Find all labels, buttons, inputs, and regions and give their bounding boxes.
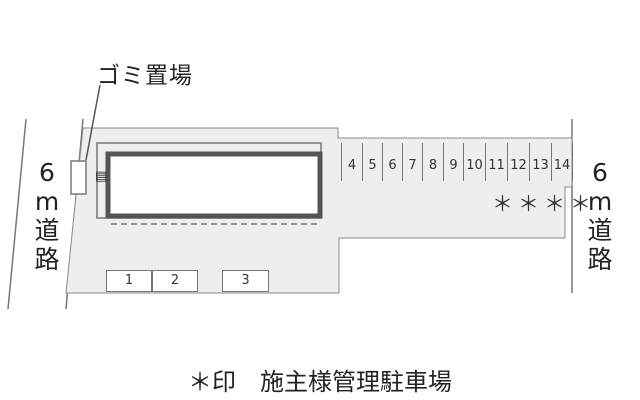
road-right-label: 6 m 道 路	[583, 158, 617, 274]
parking-slot: 3	[222, 270, 269, 292]
road-right-char1: 道	[587, 216, 613, 245]
road-left-edge-outer	[7, 118, 27, 310]
parking-slot: 10	[463, 143, 485, 181]
owner-managed-marks: ＊＊＊＊	[492, 192, 596, 216]
road-left-unit: m	[34, 187, 60, 216]
parking-slot: 6	[382, 143, 402, 181]
legend-text: ＊印 施主様管理駐車場	[188, 368, 452, 396]
parking-slot: 2	[152, 270, 198, 292]
parking-slot: 14	[551, 143, 573, 181]
parking-slot: 13	[529, 143, 551, 181]
road-left-label: 6 m 道 路	[30, 158, 64, 274]
road-left-char2: 路	[34, 245, 60, 274]
parking-slot: 7	[402, 143, 422, 181]
road-left-char1: 道	[34, 216, 60, 245]
building	[105, 151, 323, 219]
parking-slot: 5	[362, 143, 382, 181]
garbage-leader-line	[85, 84, 101, 161]
road-right-width: 6	[592, 158, 608, 187]
parking-slot: 8	[422, 143, 443, 181]
parking-slot: 4	[341, 143, 362, 181]
garbage-area	[70, 160, 87, 195]
road-left-width: 6	[39, 158, 55, 187]
road-right-unit: m	[587, 187, 613, 216]
road-right-char2: 路	[587, 245, 613, 274]
parking-slot: 9	[443, 143, 463, 181]
parking-slot: 1	[106, 270, 152, 292]
parking-slot: 11	[485, 143, 507, 181]
garbage-can-icon: ▤	[95, 169, 108, 184]
garbage-area-label: ゴミ置場	[97, 63, 193, 89]
parking-slot: 12	[507, 143, 529, 181]
